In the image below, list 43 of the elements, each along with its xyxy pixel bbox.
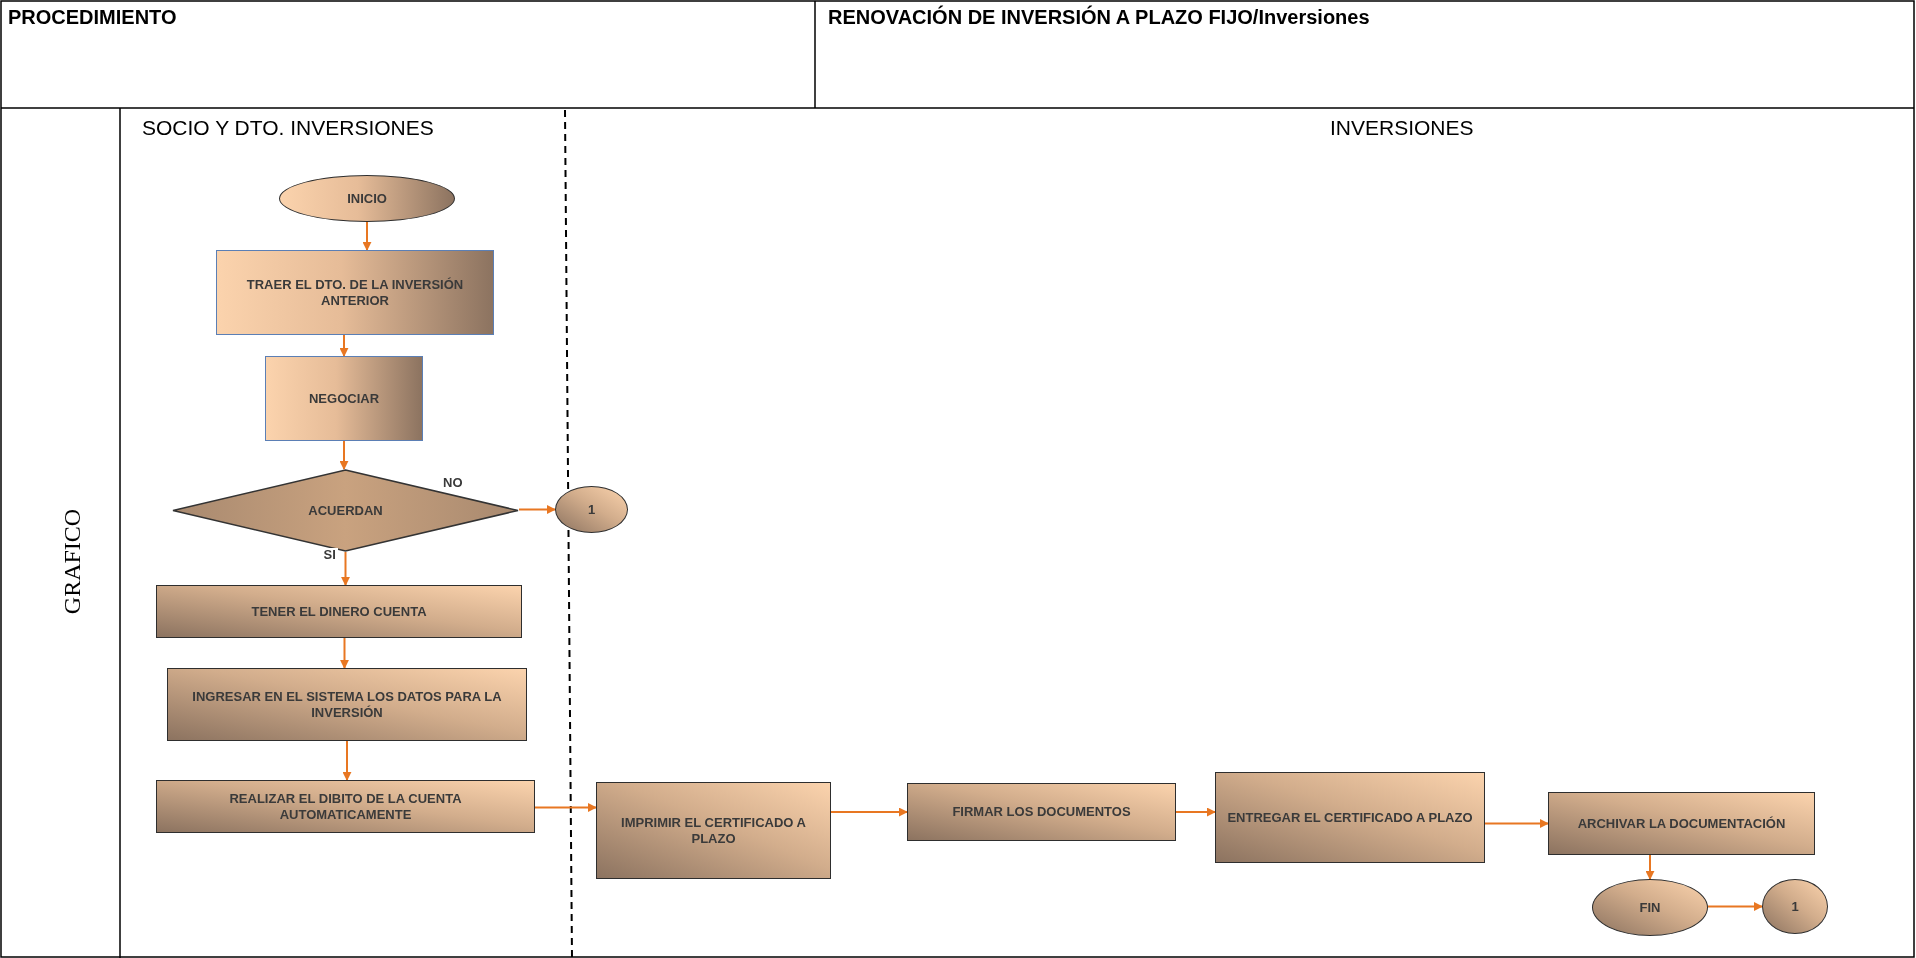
step-text: 1 <box>1790 898 1800 915</box>
step-text: TRAER EL DTO. DE LA INVERSIÓN ANTERIOR <box>245 276 465 309</box>
flow-arrow <box>341 551 350 586</box>
step-text: ACUERDAN <box>307 502 384 519</box>
process-box <box>156 585 522 638</box>
flow-arrow <box>1645 854 1655 880</box>
process-box <box>216 250 494 335</box>
flow-arrow <box>339 334 349 357</box>
flow-arrow <box>1484 819 1549 828</box>
process-box <box>596 782 831 879</box>
step-text: FIN <box>1638 899 1662 916</box>
process-box <box>1215 772 1485 863</box>
flow-arrow <box>339 440 349 470</box>
process-box <box>1548 792 1815 855</box>
step-text: INICIO <box>346 190 388 207</box>
decision-diamond <box>172 469 519 552</box>
process-box <box>265 356 423 441</box>
flow-arrow <box>830 807 908 817</box>
flow-arrow <box>340 637 349 669</box>
step-text: IMPRIMIR EL CERTIFICADO A PLAZO <box>620 814 807 847</box>
step-text: REALIZAR EL DIBITO DE LA CUENTA AUTOMATICAMENTE <box>228 790 463 823</box>
step-text: NEGOCIAR <box>307 390 381 407</box>
lane-header: INVERSIONES <box>1330 116 1474 140</box>
procedure-title: RENOVACIÓN DE INVERSIÓN A PLAZO FIJO/Inversiones <box>828 6 1370 29</box>
flow-arrow <box>1175 807 1216 817</box>
row-label: GRAFICO <box>59 508 87 615</box>
step-text: 1 <box>586 501 597 518</box>
step-text: ENTREGAR EL CERTIFICADO A PLAZO <box>1226 809 1474 826</box>
flow-arrow <box>534 803 597 812</box>
step-text: ARCHIVAR LA DOCUMENTACIÓN <box>1576 815 1787 832</box>
flow-arrow <box>1707 902 1763 911</box>
edge-label: NO <box>441 475 465 490</box>
lane-header: SOCIO Y DTO. INVERSIONES <box>142 116 434 140</box>
flow-arrow <box>342 740 352 781</box>
process-box <box>167 668 527 741</box>
header-label: PROCEDIMIENTO <box>8 6 177 29</box>
step-text: INGRESAR EN EL SISTEMA LOS DATOS PARA LA INVERSIÓN <box>191 688 503 721</box>
process-box <box>156 780 535 833</box>
process-box <box>907 783 1176 841</box>
step-text: FIRMAR LOS DOCUMENTOS <box>951 804 1132 820</box>
step-text: TENER EL DINERO CUENTA <box>250 603 428 620</box>
flow-arrow <box>362 221 372 251</box>
flow-arrow <box>518 505 556 514</box>
